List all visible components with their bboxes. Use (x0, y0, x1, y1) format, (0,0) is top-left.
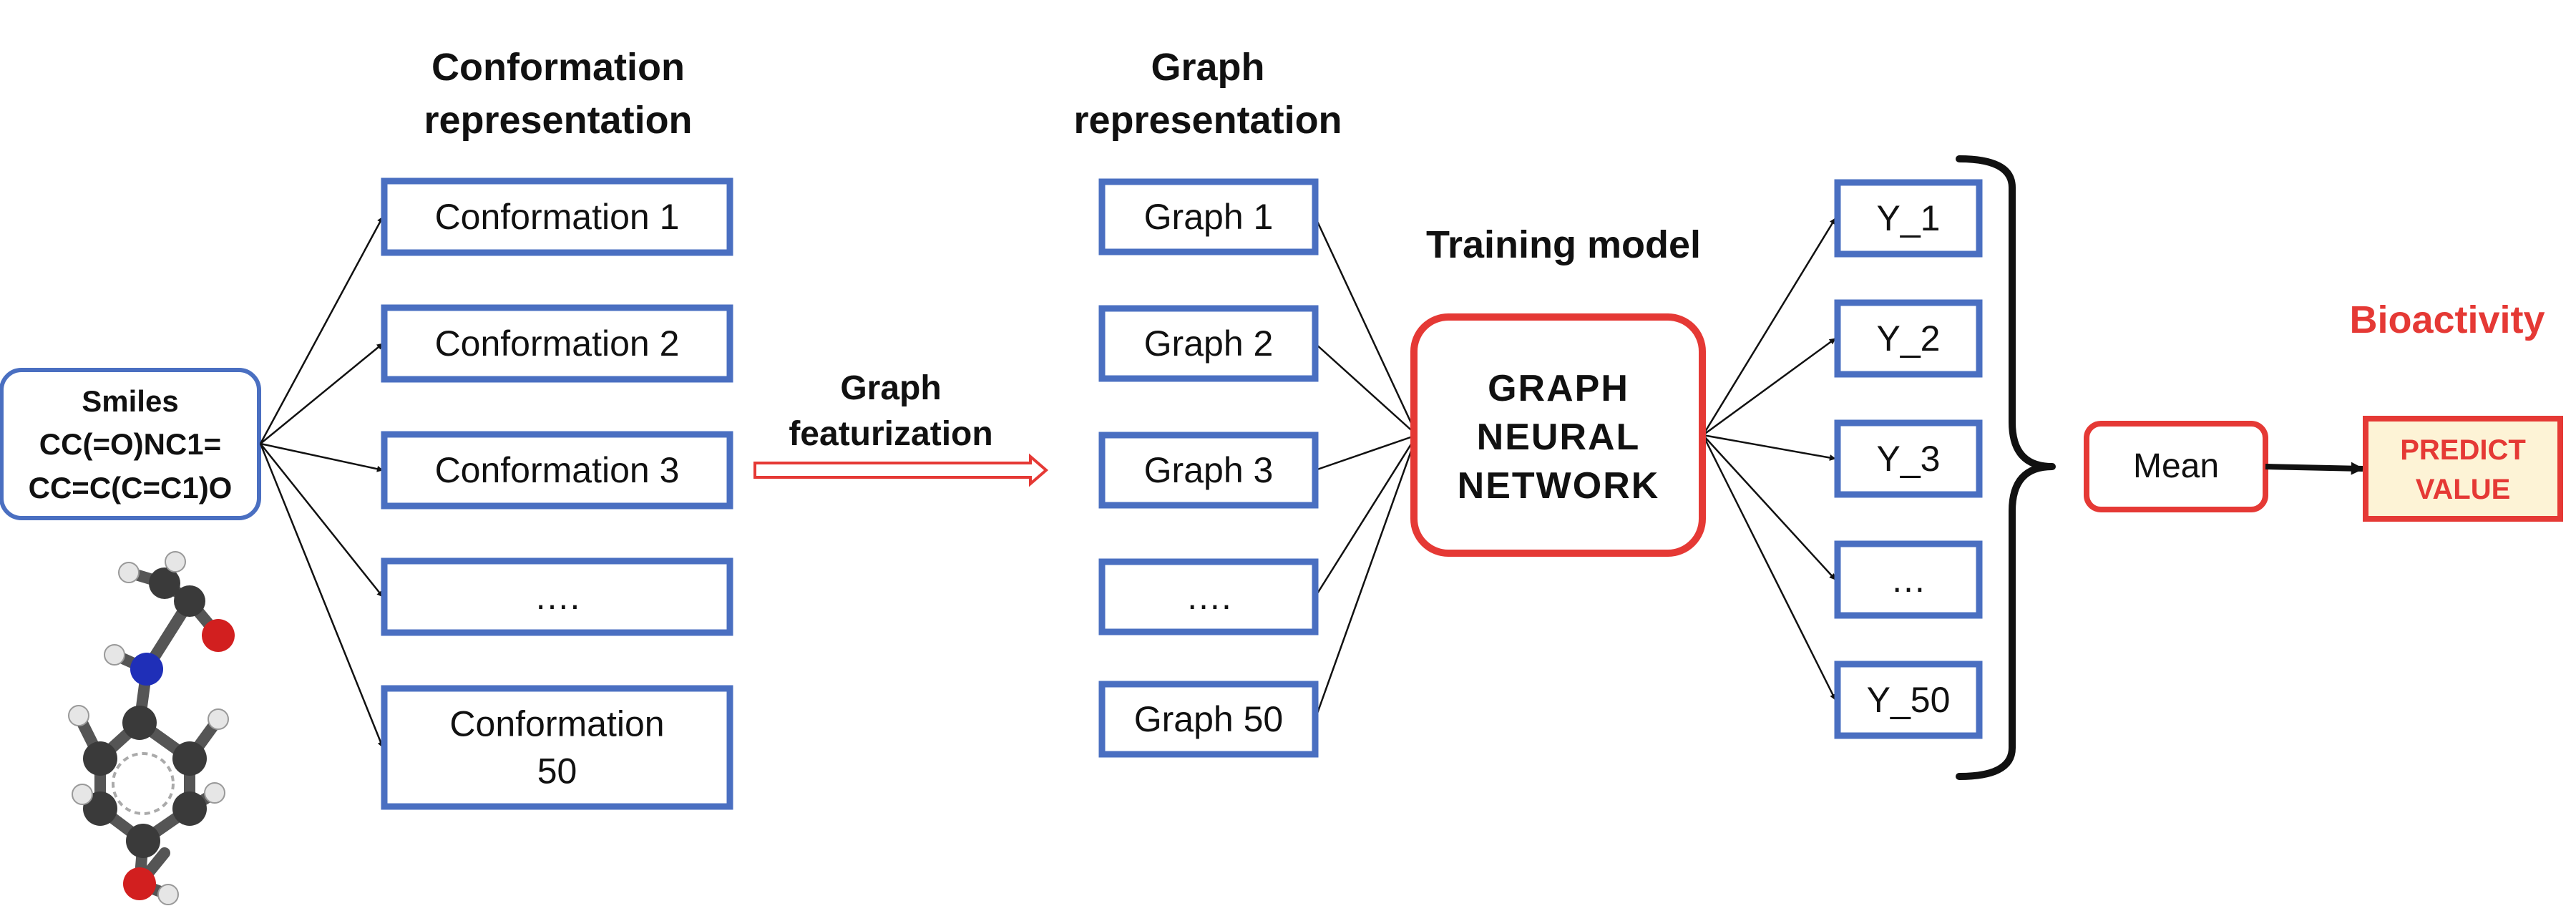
smiles-to-conformation-arrow (260, 343, 384, 444)
conformation-box (381, 557, 733, 636)
atom-carbon (83, 741, 117, 776)
gnn-label-line2: NEURAL (1477, 416, 1641, 458)
gnn-to-output-arrow (1702, 337, 1836, 437)
atom-hydrogen (68, 705, 89, 726)
atom-nitrogen (130, 653, 163, 686)
predict-box (2363, 416, 2563, 522)
smiles-to-conformation-arrow (260, 442, 384, 472)
graph-box (1098, 305, 1319, 382)
mean-to-predict-arrow (2265, 462, 2364, 475)
conformation-label: Conformation 3 (435, 450, 680, 490)
conformation-box (381, 431, 733, 510)
graph-label: Graph 50 (1134, 699, 1283, 739)
conformation-box (381, 304, 733, 383)
gnn-to-output-arrow (1702, 434, 1836, 462)
atom-carbon (172, 791, 207, 826)
mean-label: Mean (2133, 447, 2219, 485)
output-label: Y_3 (1877, 439, 1941, 479)
predict-label-line1: PREDICT (2400, 434, 2526, 466)
conformation-label: …. (535, 577, 580, 617)
atom-carbon (126, 824, 160, 858)
output-box (1834, 299, 1983, 378)
smiles-box (0, 368, 261, 520)
graph-box (1098, 432, 1319, 509)
smiles-label: Smiles (82, 384, 178, 418)
graph-label: Graph 2 (1144, 323, 1274, 364)
smiles-line1: CC(=O)NC1= (39, 427, 221, 461)
atom-hydrogen (204, 782, 225, 804)
output-box (1834, 179, 1983, 258)
atom-carbon (122, 706, 157, 740)
conformation-heading-line1: Conformation (431, 46, 685, 89)
atom-oxygen (202, 619, 235, 652)
graph-to-gnn-arrow (1314, 434, 1418, 720)
graph-box (1098, 681, 1319, 758)
gnn-to-output-arrow (1702, 434, 1836, 580)
atom-hydrogen (165, 551, 186, 572)
graph-to-gnn-arrow (1314, 434, 1418, 472)
smiles-to-conformation-arrow (259, 216, 384, 444)
predict-label-line2: VALUE (2416, 474, 2511, 505)
graph-label: …. (1186, 577, 1231, 617)
gnn-label-line1: GRAPH (1488, 368, 1629, 409)
output-label: … (1890, 560, 1926, 600)
gnn-to-output-arrow (1702, 218, 1837, 436)
conformation-box (381, 177, 733, 256)
featurization-arrow (753, 453, 1049, 487)
outputs-brace (1956, 155, 2056, 780)
graph-heading-line2: representation (1073, 99, 1342, 142)
conformation-box (381, 685, 733, 810)
graph-to-gnn-arrow (1314, 216, 1418, 436)
conformation-heading-line2: representation (424, 99, 692, 142)
smiles-to-conformation-arrow (260, 443, 384, 598)
molecule-image (68, 551, 235, 905)
conformation-label: 50 (537, 751, 577, 791)
conformation-label: Conformation (449, 704, 664, 744)
smiles-line2: CC=C(C=C1)O (29, 471, 233, 505)
gnn-label-line3: NETWORK (1458, 465, 1660, 507)
output-label: Y_1 (1877, 198, 1941, 238)
atom-hydrogen (118, 562, 140, 583)
output-box (1834, 540, 1983, 619)
atom-carbon (172, 741, 207, 776)
atom-hydrogen (157, 884, 179, 905)
graph-to-gnn-arrow (1314, 343, 1418, 436)
atom-carbon (83, 791, 117, 826)
output-box (1834, 661, 1983, 739)
training-heading: Training model (1426, 223, 1701, 266)
graph-label: Graph 1 (1144, 197, 1274, 237)
atom-carbon (174, 585, 205, 617)
atom-hydrogen (104, 644, 125, 666)
graph-to-gnn-arrow (1314, 434, 1418, 598)
output-label: Y_2 (1877, 318, 1941, 359)
featurization-label-line1: Graph (840, 369, 941, 407)
featurization-label-line2: featurization (789, 415, 992, 453)
graph-heading-line1: Graph (1151, 46, 1264, 89)
atom-carbon (149, 567, 180, 599)
graph-box (1098, 558, 1319, 635)
conformation-label: Conformation 1 (435, 197, 680, 237)
conformation-label: Conformation 2 (435, 323, 680, 364)
atom-hydrogen (208, 708, 229, 730)
smiles-to-conformation-arrow (259, 443, 384, 749)
atom-hydrogen (72, 784, 93, 805)
gnn-box (1410, 313, 1706, 557)
graph-box (1098, 178, 1319, 255)
gnn-to-output-arrow (1702, 434, 1837, 701)
output-label: Y_50 (1867, 680, 1951, 720)
output-box (1834, 419, 1983, 498)
graph-label: Graph 3 (1144, 450, 1274, 490)
atom-oxygen (123, 867, 156, 900)
bioactivity-heading: Bioactivity (2349, 298, 2545, 341)
